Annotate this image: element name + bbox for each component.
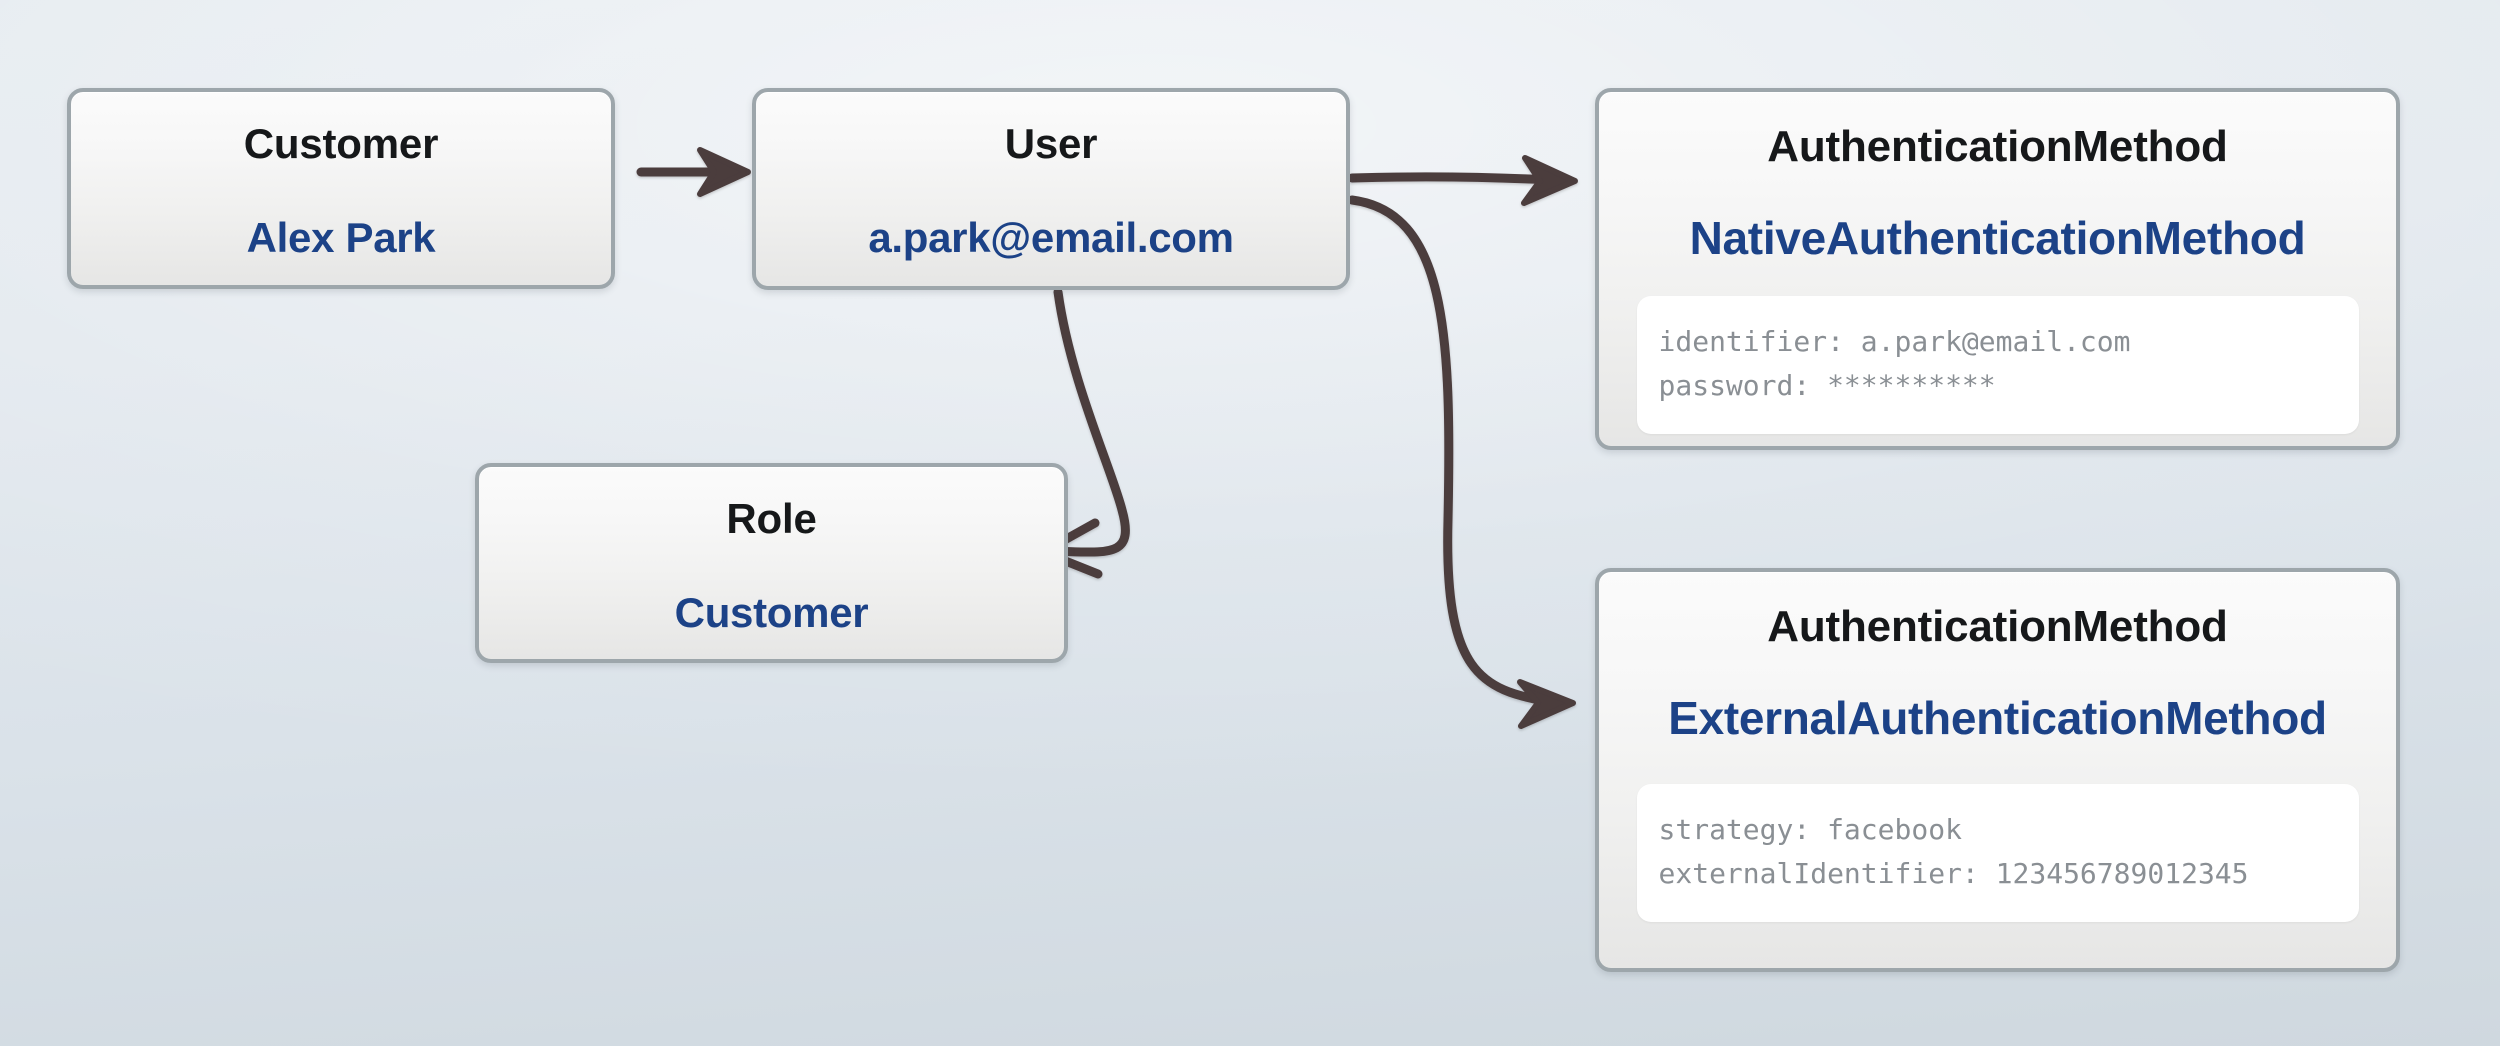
node-customer-value: Alex Park bbox=[246, 214, 436, 262]
node-native-type: AuthenticationMethod bbox=[1767, 122, 2228, 171]
edge-user-to-external bbox=[1347, 195, 1576, 729]
node-role-value: Customer bbox=[674, 589, 869, 637]
node-customer-type: Customer bbox=[243, 120, 439, 167]
edge-customer-to-user bbox=[636, 147, 751, 197]
node-user-type: User bbox=[1004, 120, 1098, 167]
edge-user-to-native bbox=[1347, 155, 1578, 206]
node-external-authentication-method[interactable]: AuthenticationMethod ExternalAuthenticat… bbox=[1595, 568, 2400, 972]
node-external-value: ExternalAuthenticationMethod bbox=[1668, 692, 2327, 745]
node-external-type: AuthenticationMethod bbox=[1767, 602, 2228, 651]
node-role[interactable]: Role Customer bbox=[475, 463, 1068, 663]
node-native-value: NativeAuthenticationMethod bbox=[1689, 212, 2306, 265]
node-role-type: Role bbox=[726, 495, 817, 542]
node-user[interactable]: User a.park@email.com bbox=[752, 88, 1350, 290]
node-customer[interactable]: Customer Alex Park bbox=[67, 88, 615, 289]
node-native-authentication-method[interactable]: AuthenticationMethod NativeAuthenticatio… bbox=[1595, 88, 2400, 450]
node-native-properties: identifier: a.park@email.com password: *… bbox=[1636, 296, 2359, 434]
node-external-properties: strategy: facebook externalIdentifier: 1… bbox=[1636, 784, 2359, 922]
node-user-value: a.park@email.com bbox=[868, 214, 1234, 262]
